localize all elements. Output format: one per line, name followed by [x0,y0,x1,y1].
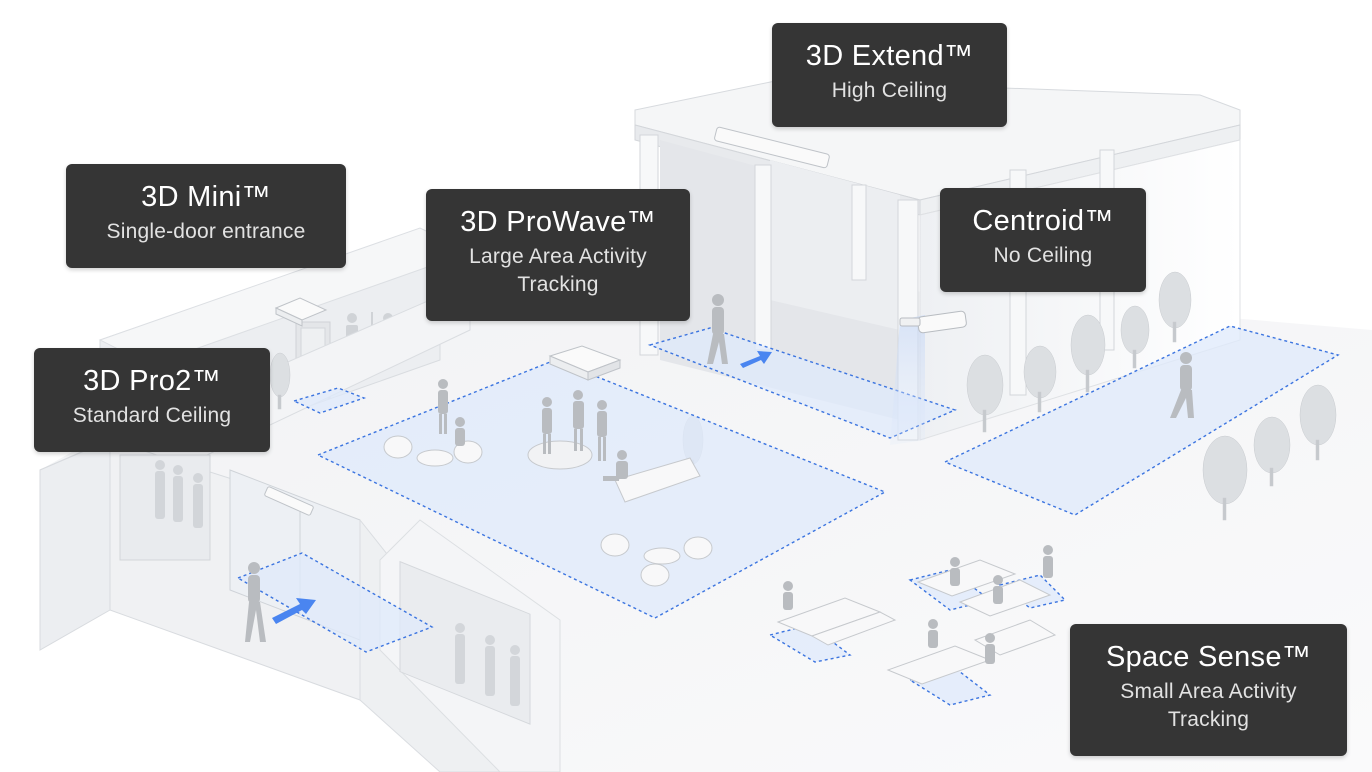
callout-subtitle: Single-door entrance [106,220,306,243]
motion-arrows [272,351,772,624]
zone-mini [292,387,367,414]
callout-centroid: Centroid™ No Ceiling [940,188,1146,292]
callout-subtitle: No Ceiling [993,244,1093,267]
callout-subtitle: Large Area Activity Tracking [469,245,647,296]
callout-space-sense: Space Sense™ Small Area Activity Trackin… [1070,624,1347,756]
centroid-beam [890,315,925,445]
callout-3d-prowave: 3D ProWave™ Large Area Activity Tracking [426,189,690,321]
callout-subtitle: High Ceiling [831,79,948,102]
callout-subtitle: Standard Ceiling [72,404,232,427]
callout-3d-pro2: 3D Pro2™ Standard Ceiling [34,348,270,452]
zone-centroid [943,325,1340,516]
centroid-camera [899,310,967,334]
callout-subtitle: Small Area Activity Tracking [1120,680,1297,731]
people [245,294,1194,664]
person-walking-atrium [707,294,728,364]
callout-title: 3D Pro2™ [83,365,221,397]
person-walking-outdoor [1170,352,1194,418]
callout-3d-mini: 3D Mini™ Single-door entrance [66,164,346,268]
arrow-extend-icon [740,351,772,368]
callout-title: Centroid™ [972,205,1114,237]
callout-title: 3D ProWave™ [460,206,656,238]
pro2-sensor [264,486,314,516]
prowave-sensor [548,345,622,381]
callout-title: 3D Extend™ [805,40,974,72]
arrow-pro2-icon [272,598,316,624]
extend-sensor [714,126,830,169]
zone-pro2 [236,552,434,653]
callout-title: Space Sense™ [1105,641,1312,673]
mini-sensor [274,297,328,327]
callout-3d-extend: 3D Extend™ High Ceiling [772,23,1007,127]
person-walking-pro2 [245,562,266,642]
callout-title: 3D Mini™ [141,181,271,213]
window-people [155,460,203,528]
zone-desk-1 [768,624,852,663]
